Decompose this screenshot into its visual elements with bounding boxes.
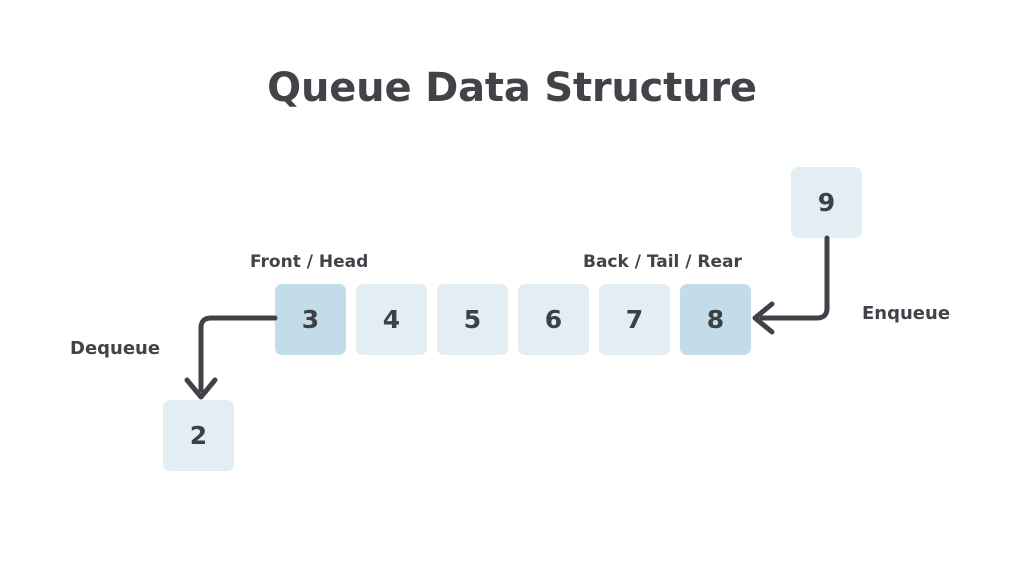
queue-cell: 4 [356, 284, 427, 355]
queue-cell-value: 4 [382, 305, 401, 334]
queue-cell: 5 [437, 284, 508, 355]
enqueue-arrow-group [752, 235, 830, 335]
back-tail-rear-label: Back / Tail / Rear [583, 252, 742, 272]
dequeue-outgoing-cell: 2 [163, 400, 234, 471]
queue-cell-rear: 8 [680, 284, 751, 355]
enqueue-arrow-path [759, 235, 830, 321]
queue-cell-front: 3 [275, 284, 346, 355]
queue-cell-value: 3 [301, 305, 320, 334]
queue-row: 3 4 5 6 7 8 [275, 284, 751, 355]
page-title: Queue Data Structure [267, 65, 757, 111]
queue-cell: 7 [599, 284, 670, 355]
front-head-label: Front / Head [250, 252, 369, 272]
dequeue-label: Dequeue [70, 338, 161, 359]
queue-cell-value: 8 [706, 305, 725, 334]
dequeue-arrow-path [198, 315, 278, 393]
dequeue-arrow-group [184, 315, 278, 400]
queue-cell-value: 6 [544, 305, 563, 334]
arrow-left-icon [752, 301, 775, 335]
queue-cell-value: 7 [625, 305, 644, 334]
enqueue-incoming-value: 9 [817, 188, 836, 217]
enqueue-incoming-cell: 9 [791, 167, 862, 238]
arrow-down-icon [184, 377, 218, 400]
queue-cell: 6 [518, 284, 589, 355]
queue-cell-value: 5 [463, 305, 482, 334]
dequeue-outgoing-value: 2 [189, 421, 208, 450]
enqueue-label: Enqueue [862, 303, 951, 324]
